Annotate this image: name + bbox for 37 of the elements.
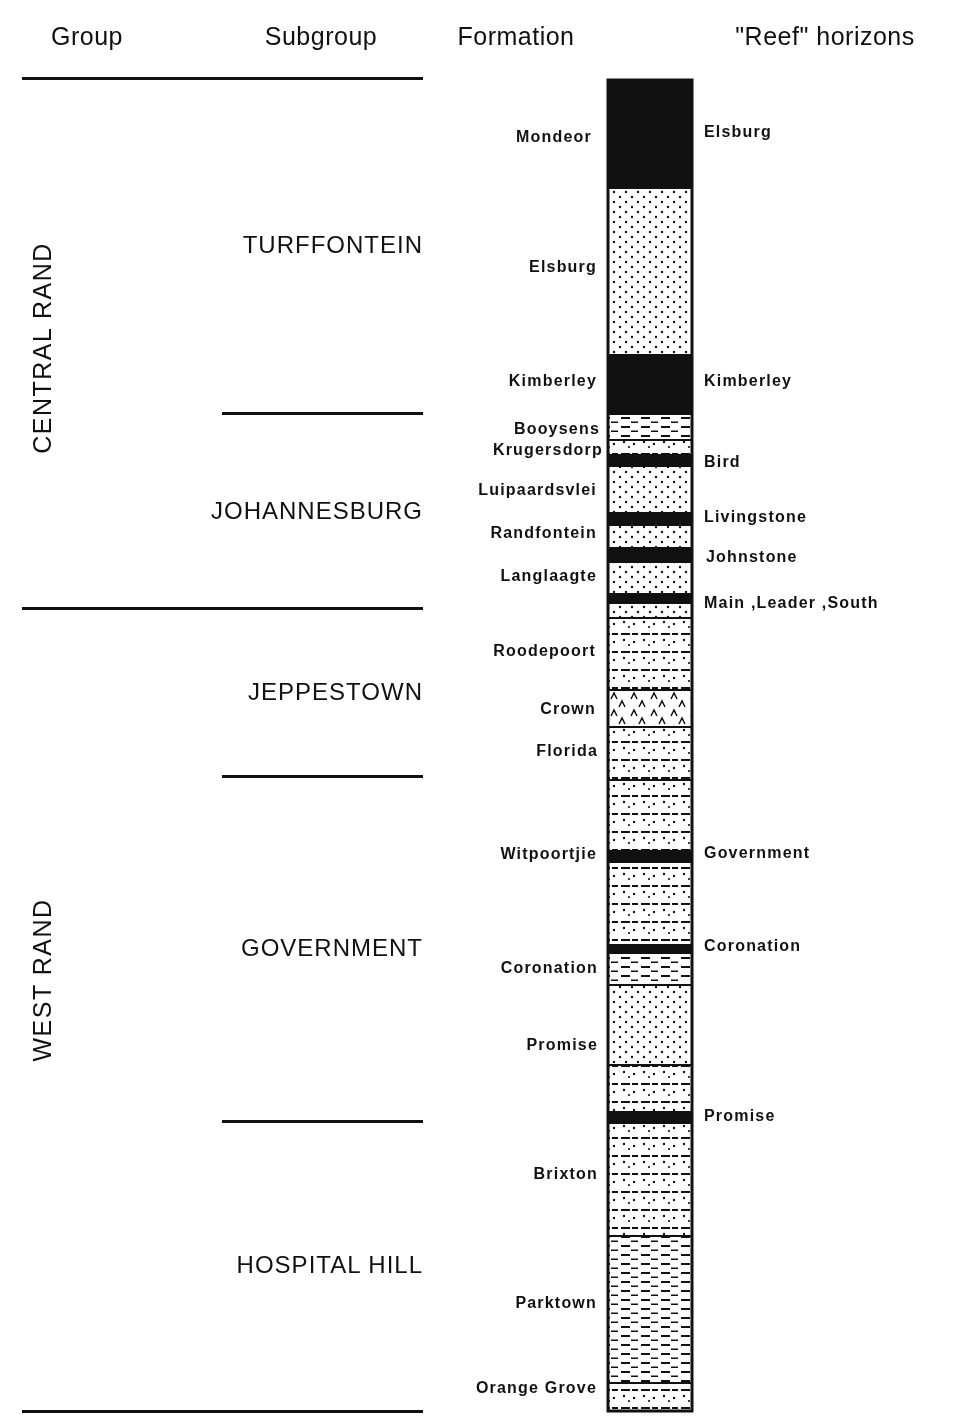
subgroup-name: GOVERNMENT — [241, 936, 423, 960]
formation-name: Florida — [536, 743, 598, 759]
formation-name: Orange Grove — [475, 1380, 597, 1396]
formation-name: Promise — [526, 1037, 598, 1053]
reef-horizon-name: Kimberley — [704, 373, 793, 389]
formation-name: Booysens — [513, 421, 600, 437]
subgroup-name: JOHANNESBURG — [210, 499, 423, 523]
formation-name: Roodepoort — [493, 643, 596, 659]
formation-name: Crown — [540, 701, 596, 717]
reef-horizon-name: Livingstone — [704, 509, 807, 525]
formation-name: Mondeor — [516, 129, 592, 145]
formation-name: Langlaagte — [500, 568, 597, 584]
formation-name: Parktown — [515, 1295, 597, 1311]
reef-horizon-name: Elsburg — [704, 124, 772, 140]
formation-name: Kimberley — [508, 373, 597, 389]
column-header: Formation — [457, 23, 575, 49]
reef-horizon-name: Bird — [704, 454, 741, 470]
reef-horizon-name: Promise — [704, 1108, 776, 1124]
column-header: Group — [51, 23, 123, 49]
subgroup-name: TURFFONTEIN — [242, 233, 423, 257]
group-name: CENTRAL RAND — [29, 242, 55, 454]
formation-name: Randfontein — [490, 525, 597, 541]
column-header: "Reef" horizons — [735, 23, 915, 49]
column-header: Subgroup — [264, 23, 378, 49]
formation-name: Witpoortjie — [500, 846, 597, 862]
formation-name: Krugersdorp — [492, 442, 603, 458]
formation-name: Luipaardsvlei — [478, 482, 597, 498]
reef-horizon-name: Main ,Leader ,South — [704, 595, 879, 611]
subgroup-name: HOSPITAL HILL — [236, 1253, 423, 1277]
group-name: WEST RAND — [29, 898, 55, 1062]
reef-horizon-name: Government — [704, 845, 811, 861]
formation-name: Coronation — [500, 960, 598, 976]
formation-name: Elsburg — [529, 259, 597, 275]
reef-horizon-name: Johnstone — [706, 549, 798, 565]
formation-name: Brixton — [533, 1166, 598, 1182]
subgroup-name: JEPPESTOWN — [248, 680, 423, 704]
reef-horizon-name: Coronation — [704, 938, 802, 954]
